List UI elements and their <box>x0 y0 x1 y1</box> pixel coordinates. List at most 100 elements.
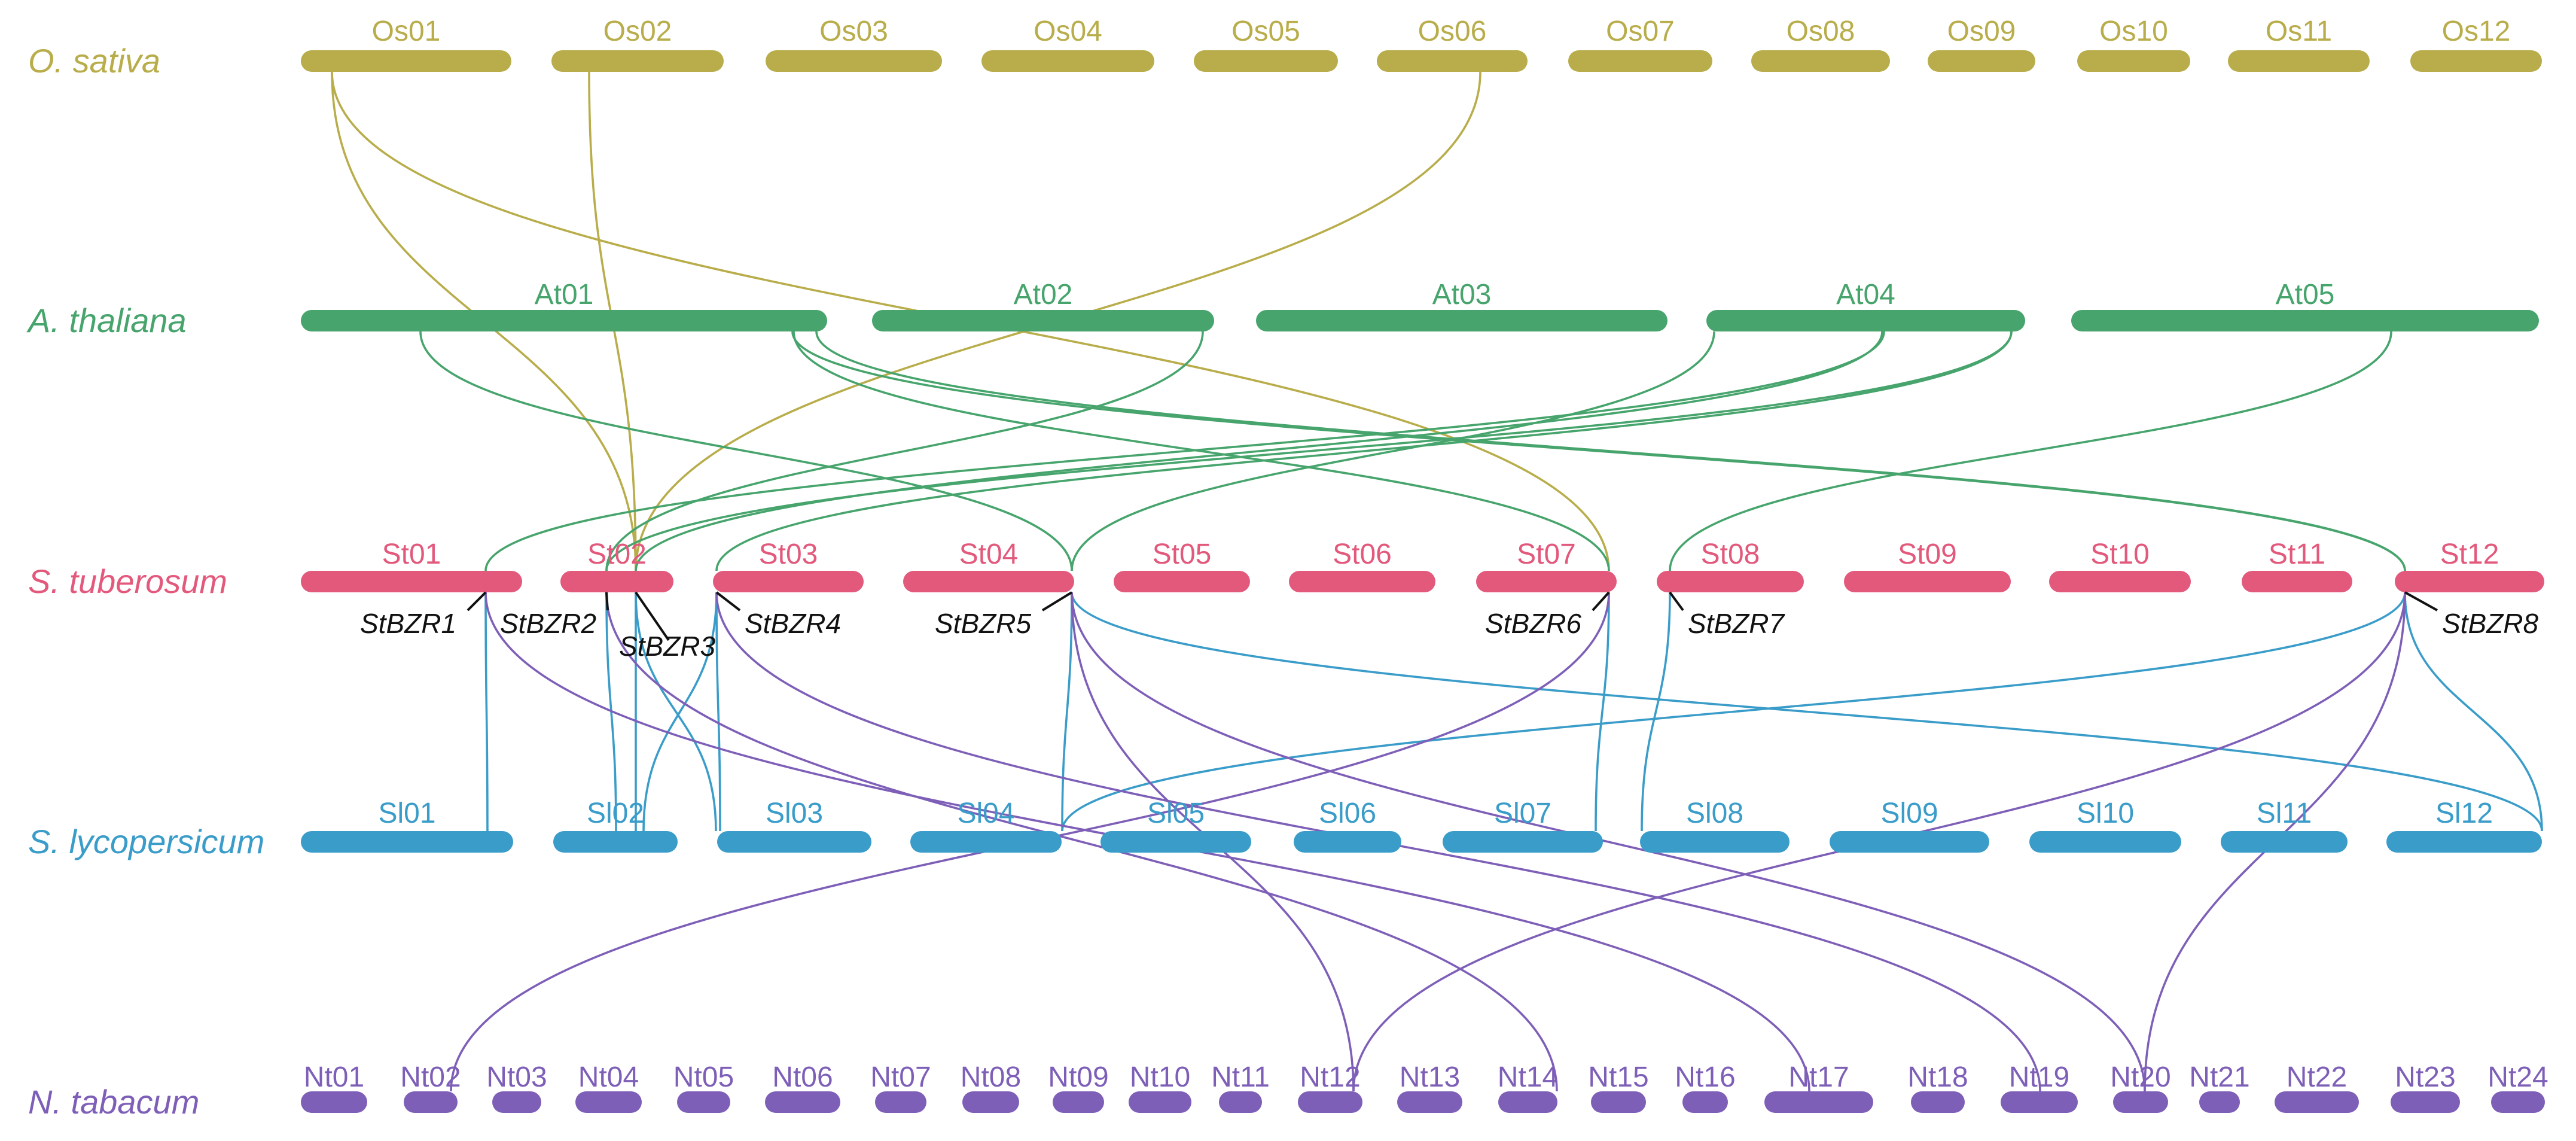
chromosome-label-nt24: Nt24 <box>2487 1061 2548 1093</box>
chromosome-bar-sl02[interactable] <box>553 831 678 853</box>
chromosome-bar-os10[interactable] <box>2077 50 2190 72</box>
chromosome-label-st01: St01 <box>382 538 441 570</box>
chromosome-label-os01: Os01 <box>372 16 441 47</box>
chromosome-bar-st12[interactable] <box>2395 571 2544 592</box>
chromosome-bar-nt11[interactable] <box>1219 1091 1262 1113</box>
chromosome-bar-st06[interactable] <box>1289 571 1435 592</box>
chromosome-bar-nt07[interactable] <box>875 1091 926 1113</box>
chromosome-bar-os12[interactable] <box>2410 50 2542 72</box>
chromosome-bar-st11[interactable] <box>2242 571 2352 592</box>
chromosome-label-nt12: Nt12 <box>1300 1061 1360 1093</box>
chromosome-bar-sl10[interactable] <box>2029 831 2181 853</box>
chromosome-bar-nt06[interactable] <box>765 1091 840 1113</box>
species-label-sl: S. lycopersicum <box>28 823 264 860</box>
chromosome-bar-os02[interactable] <box>551 50 724 72</box>
chromosome-bar-at02[interactable] <box>872 310 1214 331</box>
chromosome-bar-nt20[interactable] <box>2113 1091 2168 1113</box>
synteny-link-stbzr2-nt14 <box>605 592 1558 1092</box>
chromosome-bar-os03[interactable] <box>766 50 942 72</box>
chromosome-bar-os08[interactable] <box>1751 50 1890 72</box>
chromosome-bar-sl01[interactable] <box>301 831 513 853</box>
chromosome-bar-os04[interactable] <box>981 50 1154 72</box>
chromosome-label-st03: St03 <box>759 538 818 570</box>
chromosome-bar-st04[interactable] <box>903 571 1074 592</box>
chromosome-label-os11: Os11 <box>2266 16 2332 47</box>
chromosome-label-sl07: Sl07 <box>1494 798 1551 829</box>
chromosome-label-sl01: Sl01 <box>378 798 435 829</box>
chromosome-label-sl11: Sl11 <box>2257 798 2312 829</box>
gene-label-stbzr3: StBZR3 <box>619 631 715 662</box>
chromosome-bar-nt03[interactable] <box>492 1091 541 1113</box>
chromosome-bar-st01[interactable] <box>301 571 522 592</box>
synteny-link-stbzr4-sl02 <box>642 592 718 832</box>
chromosome-bar-nt13[interactable] <box>1397 1091 1462 1113</box>
chromosome-bar-nt01[interactable] <box>301 1091 367 1113</box>
chromosome-bar-st07[interactable] <box>1476 571 1617 592</box>
chromosome-bar-st08[interactable] <box>1657 571 1804 592</box>
chromosome-label-nt20: Nt20 <box>2110 1061 2170 1093</box>
chromosome-bar-os09[interactable] <box>1928 50 2035 72</box>
chromosome-label-nt09: Nt09 <box>1048 1061 1108 1093</box>
gene-pointer-stbzr8 <box>2404 591 2438 611</box>
chromosome-bar-sl08[interactable] <box>1640 831 1790 853</box>
chromosome-label-nt19: Nt19 <box>2009 1061 2069 1093</box>
chromosome-label-sl10: Sl10 <box>2077 798 2134 829</box>
chromosome-bar-st05[interactable] <box>1114 571 1250 592</box>
chromosome-bar-nt12[interactable] <box>1298 1091 1362 1113</box>
chromosome-bar-st10[interactable] <box>2049 571 2191 592</box>
chromosome-bar-sl03[interactable] <box>717 831 871 853</box>
chromosome-bar-os11[interactable] <box>2228 50 2370 72</box>
chromosome-bar-nt10[interactable] <box>1129 1091 1191 1113</box>
synteny-link-stbzr8-sl12 <box>2404 592 2543 832</box>
chromosome-bar-nt19[interactable] <box>2001 1091 2078 1113</box>
chromosome-bar-nt16[interactable] <box>1682 1091 1728 1113</box>
chromosome-label-st05: St05 <box>1153 538 1212 570</box>
chromosome-bar-nt14[interactable] <box>1498 1091 1557 1113</box>
chromosome-bar-nt15[interactable] <box>1591 1091 1646 1113</box>
chromosome-bar-nt23[interactable] <box>2391 1091 2460 1113</box>
chromosome-bar-at05[interactable] <box>2071 310 2539 331</box>
chromosome-bar-os01[interactable] <box>301 50 511 72</box>
chromosome-bar-nt24[interactable] <box>2491 1091 2545 1113</box>
gene-label-stbzr2: StBZR2 <box>500 608 596 639</box>
chromosome-bar-at01[interactable] <box>301 310 827 331</box>
chromosome-bar-sl05[interactable] <box>1100 831 1251 853</box>
chromosome-bar-nt17[interactable] <box>1764 1091 1873 1113</box>
chromosome-label-at03: At03 <box>1432 279 1492 311</box>
chromosome-bar-st02[interactable] <box>560 571 673 592</box>
species-label-nt: N. tabacum <box>28 1083 199 1121</box>
chromosome-bar-nt09[interactable] <box>1053 1091 1104 1113</box>
chromosome-bar-sl04[interactable] <box>910 831 1062 853</box>
chromosome-bar-nt21[interactable] <box>2199 1091 2240 1113</box>
chromosome-bar-sl12[interactable] <box>2386 831 2542 853</box>
chromosome-bar-nt18[interactable] <box>1911 1091 1965 1113</box>
chromosome-label-nt06: Nt06 <box>772 1061 833 1093</box>
chromosome-bar-os07[interactable] <box>1568 50 1712 72</box>
chromosome-bar-nt02[interactable] <box>404 1091 458 1113</box>
chromosome-bar-sl06[interactable] <box>1294 831 1401 853</box>
chromosome-bar-sl07[interactable] <box>1443 831 1603 853</box>
chromosome-label-os12: Os12 <box>2442 16 2511 47</box>
chromosome-bar-nt22[interactable] <box>2275 1091 2359 1113</box>
chromosome-bar-os05[interactable] <box>1194 50 1338 72</box>
chromosome-label-sl03: Sl03 <box>766 798 823 829</box>
chromosome-label-st02: St02 <box>587 538 647 570</box>
chromosome-bar-nt08[interactable] <box>962 1091 1019 1113</box>
chromosome-bar-at03[interactable] <box>1256 310 1667 331</box>
chromosome-bar-sl09[interactable] <box>1830 831 1989 853</box>
chromosome-bar-os06[interactable] <box>1377 50 1528 72</box>
chromosome-bar-nt04[interactable] <box>575 1091 642 1113</box>
gene-pointer-stbzr6 <box>1592 591 1610 611</box>
species-label-at: A. thaliana <box>26 302 187 339</box>
chromosome-bar-st03[interactable] <box>713 571 864 592</box>
gene-label-stbzr8: StBZR8 <box>2442 608 2538 639</box>
chromosome-bar-at04[interactable] <box>1706 310 2025 331</box>
chromosome-bar-st09[interactable] <box>1844 571 2011 592</box>
chromosome-bar-nt05[interactable] <box>677 1091 730 1113</box>
synteny-link-stbzr5-sl04 <box>1061 592 1073 832</box>
chromosome-bar-sl11[interactable] <box>2221 831 2348 853</box>
